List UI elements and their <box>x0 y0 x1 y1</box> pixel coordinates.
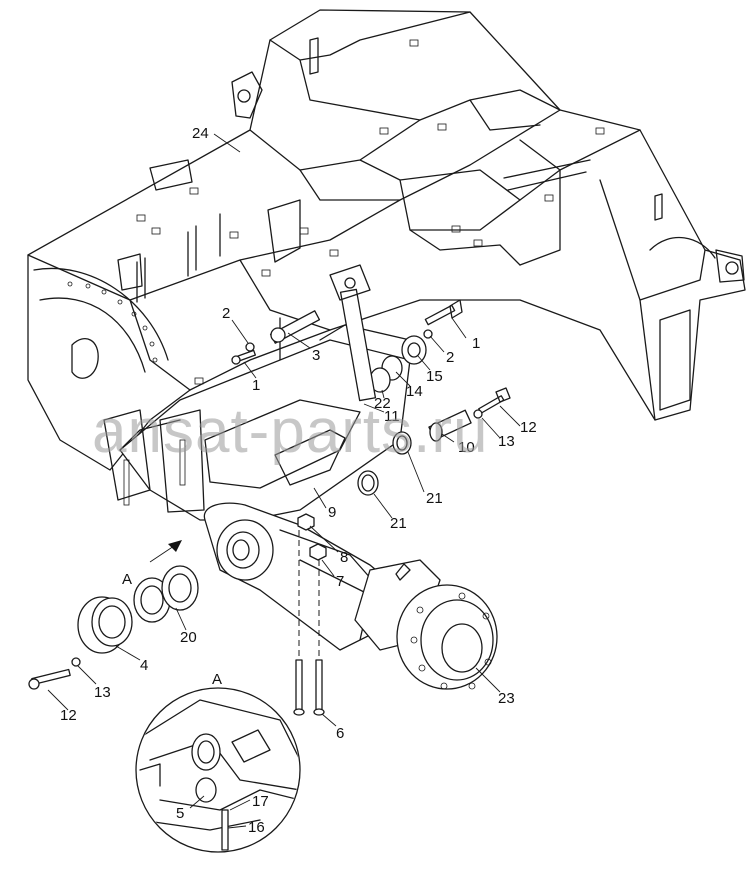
pin-10 <box>428 409 472 442</box>
callout-22: 22 <box>374 395 391 412</box>
callout-8: 8 <box>340 549 348 566</box>
view-direction-arrow <box>149 540 182 563</box>
rear-frame <box>27 9 746 471</box>
callout-13-upper: 13 <box>498 433 515 450</box>
callout-15: 15 <box>426 368 443 385</box>
nut-7 <box>309 543 327 561</box>
callout-24: 24 <box>192 125 209 142</box>
ring-21-lower <box>357 470 379 496</box>
callout-17: 17 <box>252 793 269 810</box>
section-marker-label: A <box>122 571 132 588</box>
callout-3: 3 <box>312 347 320 364</box>
callout-21-lower: 21 <box>390 515 407 532</box>
callout-10: 10 <box>458 439 475 456</box>
callout-11: 11 <box>384 408 400 425</box>
callout-21-upper: 21 <box>426 490 443 507</box>
washer-13-lower <box>71 657 81 667</box>
long-bolts-6 <box>293 659 325 716</box>
bushing-15 <box>401 335 427 365</box>
bolt-1-upper <box>424 299 463 326</box>
pin-3 <box>269 310 321 344</box>
callout-leaders <box>47 133 521 829</box>
callout-5: 5 <box>176 805 184 822</box>
wheel-hub-lugs <box>410 592 492 690</box>
bolt-12-lower <box>28 668 71 690</box>
callout-1-left: 1 <box>252 377 260 394</box>
watermark: ansat-parts.ru <box>92 397 489 466</box>
callout-1-right: 1 <box>472 335 480 352</box>
callout-numbers: 24 2 3 1 1 2 15 14 22 11 12 13 10 21 21 … <box>60 125 537 836</box>
callout-23: 23 <box>498 690 515 707</box>
washer-2-left <box>245 342 255 352</box>
callout-2-left: 2 <box>222 305 230 322</box>
washer-13-upper <box>473 409 483 419</box>
callout-12-lower: 12 <box>60 707 77 724</box>
callout-13-lower: 13 <box>94 684 111 701</box>
shim-rings-20 <box>133 565 199 623</box>
detail-view-label: A <box>212 671 222 688</box>
callout-7: 7 <box>336 573 344 590</box>
callout-4: 4 <box>140 657 148 674</box>
stabilizer-cylinder <box>329 264 377 402</box>
rear-axle-assembly <box>203 502 498 690</box>
callout-14: 14 <box>406 383 423 400</box>
callout-20: 20 <box>180 629 197 646</box>
callout-12-upper: 12 <box>520 419 537 436</box>
slewing-ring-holes <box>67 281 158 363</box>
callout-9: 9 <box>328 504 336 521</box>
ring-21-upper <box>392 431 412 455</box>
callout-2-right: 2 <box>446 349 454 366</box>
callout-16: 16 <box>248 819 265 836</box>
bolt-1-left <box>231 349 257 365</box>
detail-view-a <box>135 687 301 853</box>
callout-6: 6 <box>336 725 344 742</box>
cover-cap-4 <box>77 596 133 654</box>
